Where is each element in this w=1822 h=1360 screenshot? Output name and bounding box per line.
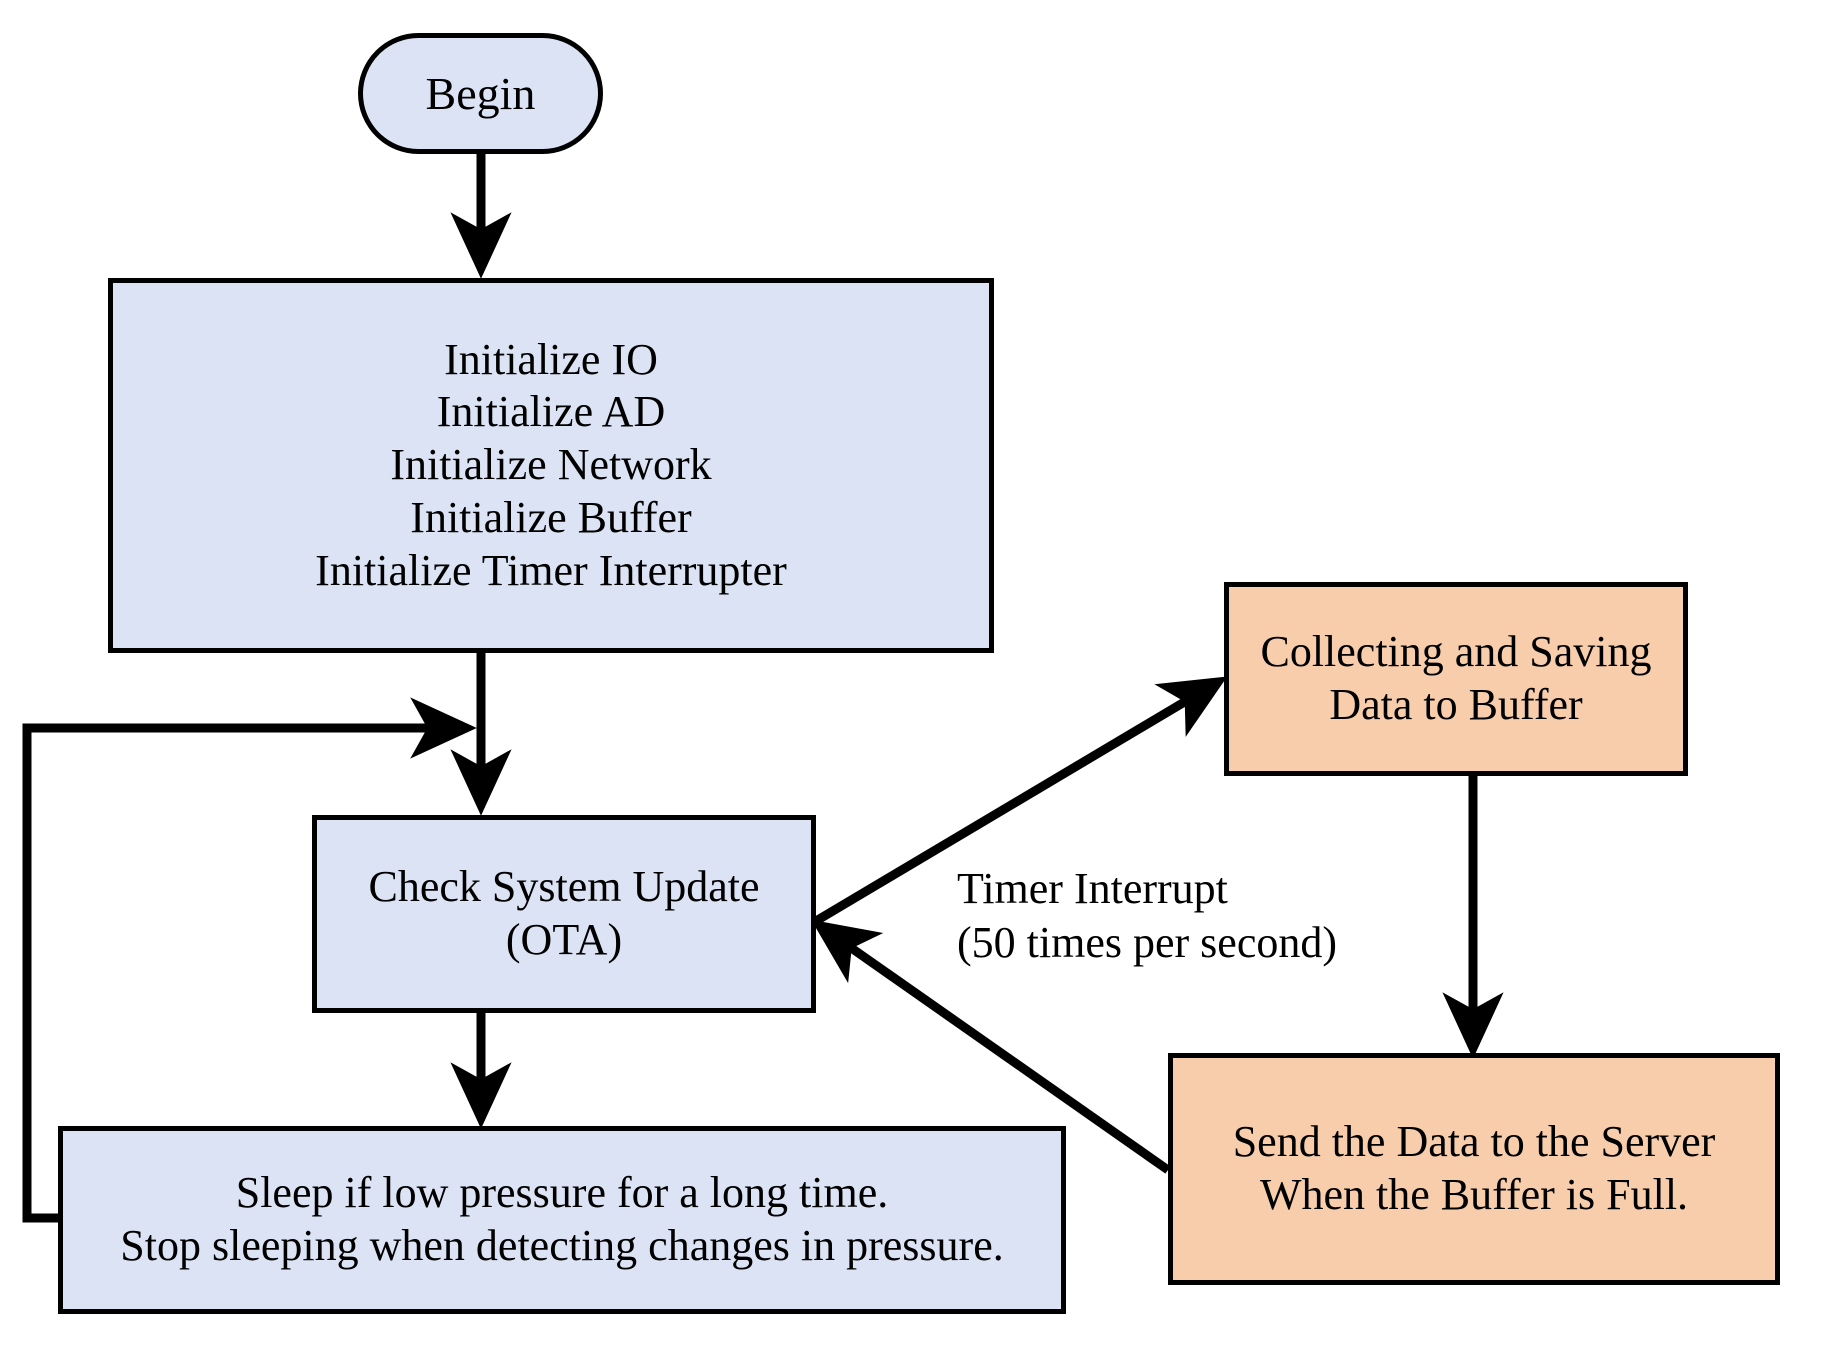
node-begin-label: Begin: [425, 67, 536, 119]
node-send-data-to-server-label: Send the Data to the Server When the Buf…: [1232, 1117, 1716, 1219]
node-check-system-update[interactable]: Check System Update (OTA): [312, 815, 816, 1013]
node-send-data-to-server[interactable]: Send the Data to the Server When the Buf…: [1168, 1053, 1780, 1285]
node-collecting-saving-data[interactable]: Collecting and Saving Data to Buffer: [1224, 582, 1688, 776]
node-collecting-saving-data-label: Collecting and Saving Data to Buffer: [1260, 627, 1652, 729]
edge-label-timer-interrupt: Timer Interrupt (50 times per second): [957, 864, 1337, 967]
node-check-system-update-label: Check System Update (OTA): [368, 862, 760, 964]
node-sleep-label: Sleep if low pressure for a long time. S…: [120, 1168, 1004, 1270]
node-initialize-label: Initialize IO Initialize AD Initialize N…: [315, 334, 787, 595]
node-sleep[interactable]: Sleep if low pressure for a long time. S…: [58, 1126, 1066, 1314]
node-initialize[interactable]: Initialize IO Initialize AD Initialize N…: [108, 278, 994, 653]
node-begin[interactable]: Begin: [358, 33, 603, 154]
